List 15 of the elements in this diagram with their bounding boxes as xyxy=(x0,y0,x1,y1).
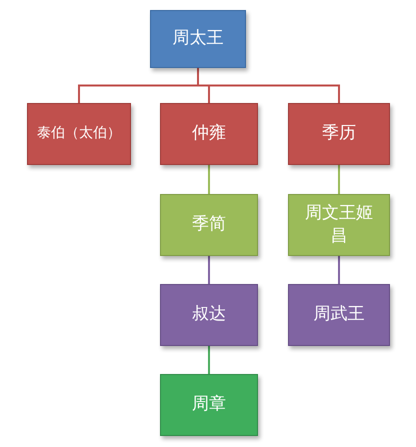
person-box: 周文王姬昌 xyxy=(288,194,390,256)
person-box: 仲雍 xyxy=(160,103,258,165)
connector-line xyxy=(338,165,340,194)
person-box: 泰伯（太伯） xyxy=(27,103,131,165)
person-box: 周太王 xyxy=(150,10,246,68)
person-box: 季简 xyxy=(160,194,258,256)
connector-line xyxy=(197,68,340,103)
person-box: 季历 xyxy=(288,103,390,165)
person-box: 周武王 xyxy=(288,284,390,346)
connector-line xyxy=(208,256,210,284)
connector-line xyxy=(208,165,210,194)
connector-line xyxy=(338,256,340,284)
connector-line xyxy=(208,346,210,374)
person-box: 周章 xyxy=(160,374,258,436)
person-box: 叔达 xyxy=(160,284,258,346)
